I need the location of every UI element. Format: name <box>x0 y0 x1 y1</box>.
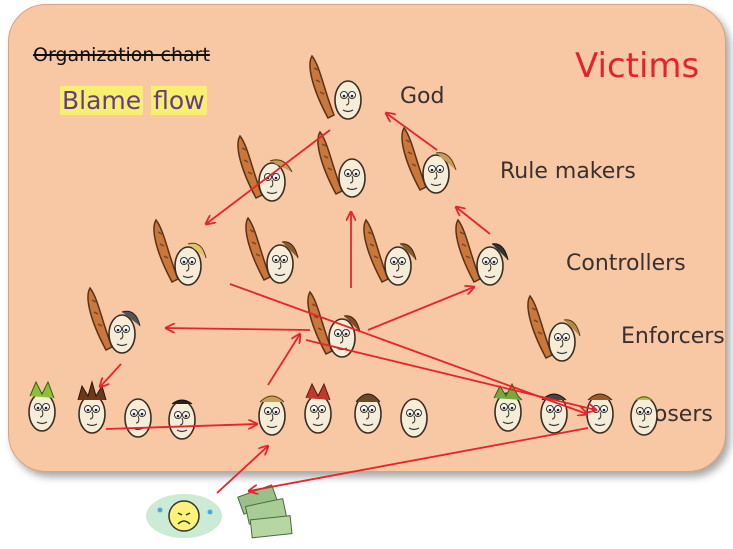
loser-figure <box>168 399 196 440</box>
crying-victim-figure <box>146 494 222 538</box>
loser-figure <box>400 398 428 438</box>
money-stack-icon <box>237 484 293 539</box>
god-figure <box>309 55 362 120</box>
loser-figure <box>493 382 523 432</box>
level-label-enforcers: Enforcers <box>621 324 725 349</box>
loser-figure <box>258 395 286 436</box>
loser-figure <box>586 393 614 434</box>
loser-figure <box>354 393 382 434</box>
loser-figure <box>630 396 658 436</box>
controller-figure <box>364 220 417 285</box>
level-label-rule-makers: Rule makers <box>500 159 636 184</box>
rule-maker-figure <box>402 128 457 193</box>
blame-flow-arrows <box>100 113 596 493</box>
victims-label: Victims <box>575 46 700 86</box>
enforcer-figure <box>88 288 141 353</box>
loser-figure <box>77 380 107 434</box>
loser-figure <box>28 380 56 432</box>
blame-flow-title: Blame flow <box>60 86 207 115</box>
struck-title: Organization chart <box>33 44 210 66</box>
enforcer-figure <box>528 296 581 361</box>
controller-figure <box>456 220 509 285</box>
level-label-controllers: Controllers <box>566 251 686 276</box>
level-label-god: God <box>400 84 445 109</box>
flow-word: flow <box>151 86 207 115</box>
enforcer-figure <box>308 292 361 357</box>
controller-figure <box>154 220 207 285</box>
loser-figure <box>124 398 152 438</box>
loser-figure <box>304 382 332 434</box>
rule-maker-figure <box>318 132 365 197</box>
controller-figure <box>246 218 299 283</box>
rule-maker-figure <box>238 136 293 201</box>
blame-word: Blame <box>60 86 144 115</box>
